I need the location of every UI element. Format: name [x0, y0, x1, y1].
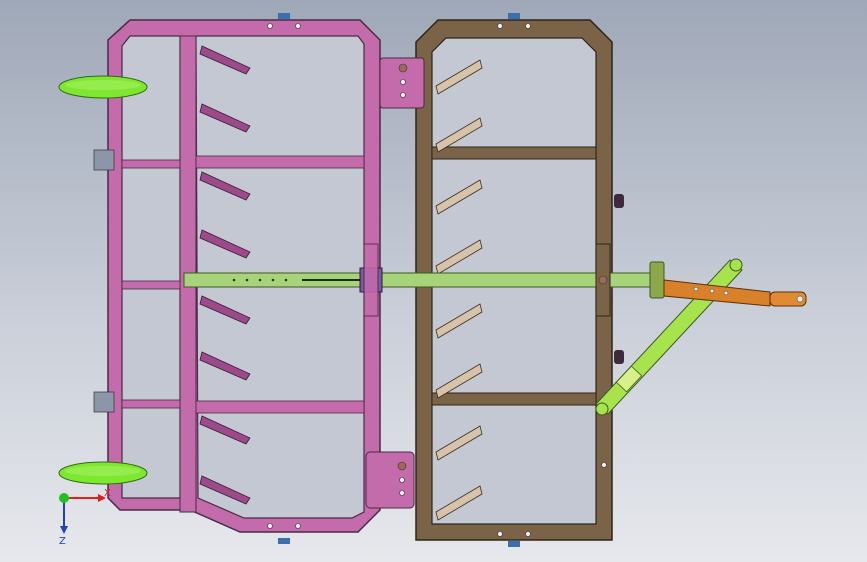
- gauge-wheel-lower[interactable]: [58, 461, 148, 485]
- front-frame-bolts: [267, 13, 301, 544]
- top-link-end: [769, 291, 807, 307]
- x-axis-label: X: [104, 488, 111, 499]
- rear-knob-upper: [614, 194, 624, 208]
- rear-knob-lower: [614, 350, 624, 364]
- center-yoke: [363, 243, 379, 317]
- rear-crossbar-lower: [431, 392, 597, 406]
- clamp-plate-lower: [365, 451, 415, 509]
- front-crossbar-left-2: [121, 280, 181, 290]
- front-crossbar-left-1: [121, 159, 181, 169]
- drawbar-holes: [232, 278, 288, 282]
- rear-crossbar-upper: [431, 146, 597, 160]
- hitch-collar: [649, 261, 665, 299]
- front-crossbar-right-1: [195, 155, 365, 169]
- rear-spring-tines: [435, 59, 483, 521]
- coordinate-triad-icon: X Z: [59, 488, 111, 547]
- hitch-arm-sleeve: [615, 365, 643, 393]
- rear-frame-bolts: [497, 13, 607, 547]
- drawbar-beam: [183, 272, 655, 288]
- left-bracket-upper: [93, 149, 115, 171]
- front-crossbar-left-3: [121, 399, 181, 409]
- front-frame-inner-left: [121, 35, 181, 499]
- top-link[interactable]: [663, 279, 807, 307]
- front-tines: [199, 45, 251, 505]
- left-bracket-lower: [93, 391, 115, 413]
- front-crossbar-right-2: [195, 400, 365, 414]
- z-axis-label: Z: [59, 536, 66, 547]
- drawbar[interactable]: [183, 243, 665, 317]
- gauge-wheel-upper[interactable]: [58, 75, 148, 99]
